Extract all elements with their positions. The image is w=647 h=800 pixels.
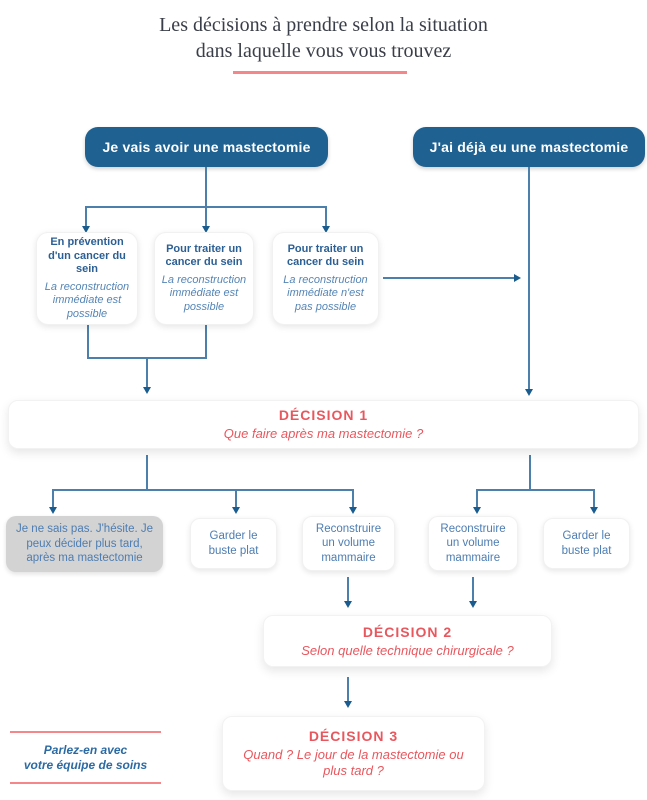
option-flat-chest-right-box: Garder le buste plat [543, 518, 630, 569]
note-divider-bottom [10, 782, 161, 784]
arrow-rebuild-left-to-decision2 [344, 577, 352, 608]
situation-box-treat-delayed: Pour traiter un cancer du sein La recons… [272, 232, 379, 325]
connector-decision1-right-stem [529, 455, 531, 491]
title-underline [233, 71, 407, 74]
situation-box-treat-immediate: Pour traiter un cancer du sein La recons… [154, 232, 254, 325]
connector-treat-immediate-down [205, 325, 207, 359]
decision-3-title: DÉCISION 3 [308, 728, 399, 744]
option-rebuild-volume-left-label: Reconstruire un volume mammaire [315, 522, 382, 564]
arrow-decision2-to-decision3 [344, 677, 352, 708]
arrow-to-flat-right-box [590, 489, 598, 514]
decision-2-box: DÉCISION 2 Selon quelle technique chirur… [263, 615, 552, 667]
decision-1-box: DÉCISION 1 Que faire après ma mastectomi… [8, 400, 639, 449]
connector-prevention-down [87, 325, 89, 359]
arrow-join-to-decision1 [143, 357, 151, 394]
decision-2-title: DÉCISION 2 [362, 623, 453, 640]
arrow-rebuild-right-to-decision2 [469, 577, 477, 608]
option-undecided-box: Je ne sais pas. J'hésite. Je peux décide… [6, 516, 163, 572]
page-title-line2: dans laquelle vous vous trouvez [195, 40, 452, 62]
option-undecided-label: Je ne sais pas. J'hésite. Je peux décide… [15, 523, 154, 565]
situation-title: Pour traiter un cancer du sein [165, 242, 243, 269]
situation-subtitle: La reconstruction immédiate est possible [161, 273, 247, 313]
option-rebuild-volume-left-box: Reconstruire un volume mammaire [302, 516, 395, 571]
decision-3-question: Quand ? Le jour de la mastectomie ou plu… [243, 747, 464, 778]
already-had-mastectomy-button[interactable]: J'ai déjà eu une mastectomie [413, 127, 645, 167]
option-flat-chest-left-box: Garder le buste plat [190, 518, 277, 569]
arrow-to-rebuild-left-box [349, 489, 357, 514]
arrow-to-treat-delayed-box [322, 206, 330, 233]
care-team-note: Parlez-en avec votre équipe de soins [10, 743, 161, 773]
situation-box-prevention: En prévention d'un cancer du sein La rec… [36, 232, 138, 325]
situation-title: Pour traiter un cancer du sein [286, 242, 365, 269]
situation-title: En prévention d'un cancer du sein [48, 236, 126, 275]
option-rebuild-volume-right-label: Reconstruire un volume mammaire [440, 522, 506, 564]
page-title: Les décisions à prendre selon la situati… [0, 12, 647, 64]
decision-1-title: DÉCISION 1 [278, 407, 369, 423]
arrow-delayed-box-to-right-path [383, 274, 521, 282]
arrow-to-rebuild-right-box [473, 489, 481, 514]
arrow-to-treat-immediate-box [202, 206, 210, 233]
will-have-mastectomy-button[interactable]: Je vais avoir une mastectomie [85, 127, 328, 167]
arrow-to-prevention-box [82, 206, 90, 233]
arrow-to-undecided-box [49, 489, 57, 514]
decision-3-box: DÉCISION 3 Quand ? Le jour de la mastect… [222, 716, 485, 791]
option-flat-chest-left-label: Garder le buste plat [208, 530, 259, 557]
decision-1-question: Que faire après ma mastectomie ? [223, 426, 424, 441]
situation-subtitle: La reconstruction immédiate est possible [44, 280, 130, 320]
option-flat-chest-right-label: Garder le buste plat [561, 530, 612, 557]
situation-subtitle: La reconstruction immédiate n'est pas po… [283, 273, 368, 313]
connector-left-button-stem [205, 167, 207, 208]
connector-left-options-bar [52, 489, 354, 491]
connector-decision1-left-stem [146, 455, 148, 491]
care-team-note-line1: Parlez-en avec [43, 743, 128, 757]
arrow-already-had-to-decision1 [525, 167, 533, 396]
note-divider-top [10, 731, 161, 733]
care-team-note-line2: votre équipe de soins [23, 758, 148, 772]
option-rebuild-volume-right-box: Reconstruire un volume mammaire [428, 516, 518, 571]
decision-2-question: Selon quelle technique chirurgicale ? [301, 642, 514, 658]
connector-right-options-bar [476, 489, 594, 491]
page-title-line1: Les décisions à prendre selon la situati… [159, 14, 488, 36]
arrow-to-flat-left-box [232, 489, 240, 514]
